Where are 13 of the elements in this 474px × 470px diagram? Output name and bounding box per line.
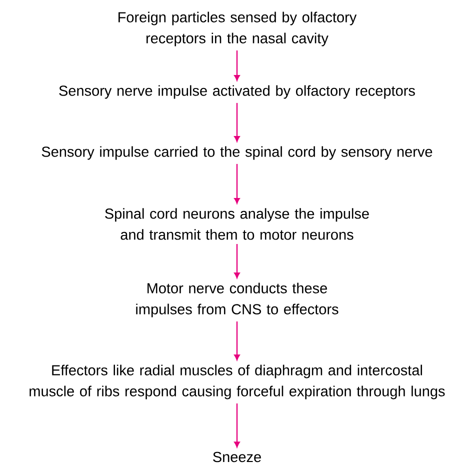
step-text: Sneeze [213, 452, 261, 462]
step-text: Sensory impulse carried to the spinal cord by sensory nerve [42, 146, 432, 160]
step-text: Spinal cord neurons analyse the impulse and transmit them to motor neurons [105, 208, 369, 240]
arrow [234, 164, 240, 204]
arrow [234, 403, 240, 448]
arrow [234, 50, 240, 81]
step-text: Effectors like radial muscles of diaphragm and intercostal muscle of ribs respond causing forceful expiration through lungs [30, 364, 445, 400]
arrow [234, 102, 240, 142]
step-text: Motor nerve conducts these impulses from CNS to effectors [136, 282, 338, 318]
arrow [234, 321, 240, 360]
step-text: Sensory nerve impulse activated by olfactory receptors [59, 85, 415, 99]
arrow [234, 244, 240, 278]
step-text: Foreign particles sensed by olfactory receptors in the nasal cavity [118, 12, 357, 46]
